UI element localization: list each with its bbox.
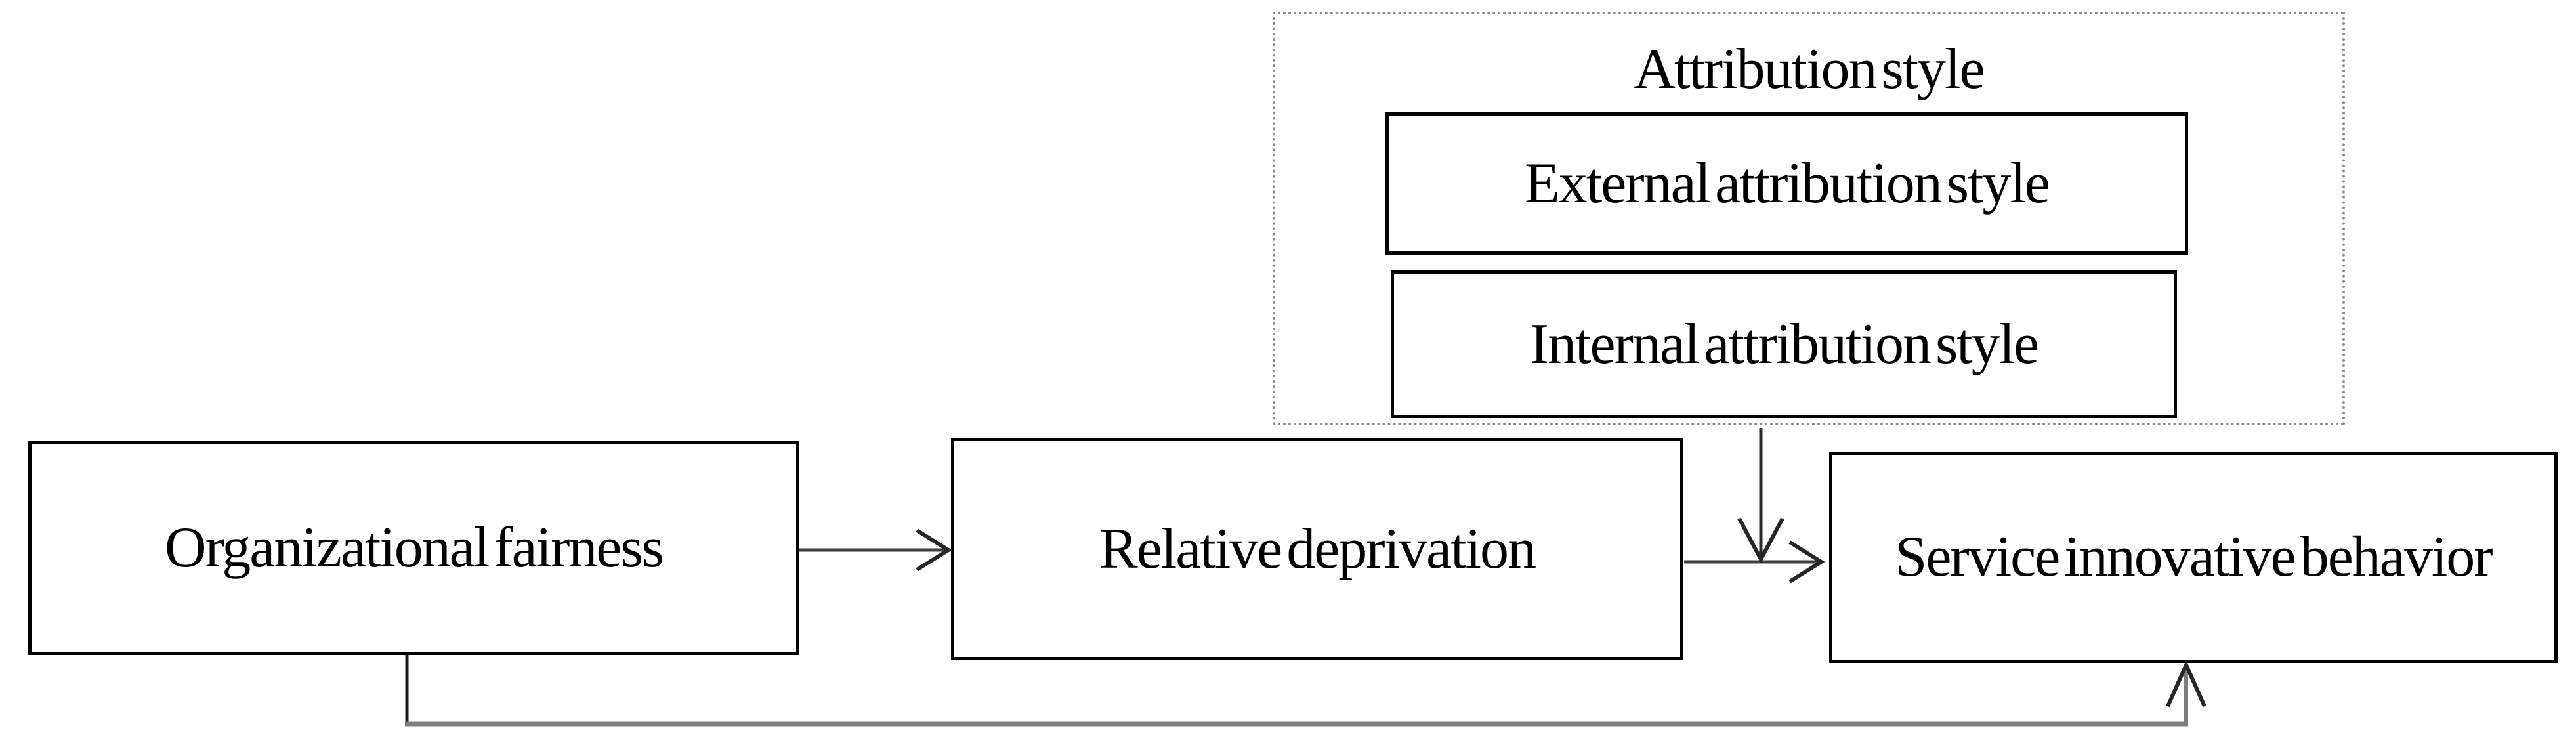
attribution-style-group-title: Attribution style [1634, 37, 1985, 101]
arrow-head-down [1737, 517, 1784, 564]
node-internal-attribution-style: Internal attribution style [1391, 270, 2177, 418]
arrow-head-up [2166, 660, 2206, 708]
arrow-deprivation-to-behavior [1684, 540, 1825, 584]
node-organizational-fairness: Organizational fairness [28, 441, 799, 655]
attribution-style-group-box [1273, 12, 2345, 425]
node-service-innovative-behavior: Service innovative behavior [1829, 452, 2558, 663]
node-relative-deprivation: Relative deprivation [951, 438, 1683, 660]
arrow-head-right [916, 528, 952, 572]
arrow-fairness-direct-to-behavior [405, 655, 2206, 727]
arrow-attribution-moderation [1737, 428, 1784, 564]
node-external-attribution-style: External attribution style [1385, 112, 2188, 255]
arrow-head-right [1788, 540, 1825, 584]
arrow-fairness-to-deprivation [799, 528, 952, 572]
